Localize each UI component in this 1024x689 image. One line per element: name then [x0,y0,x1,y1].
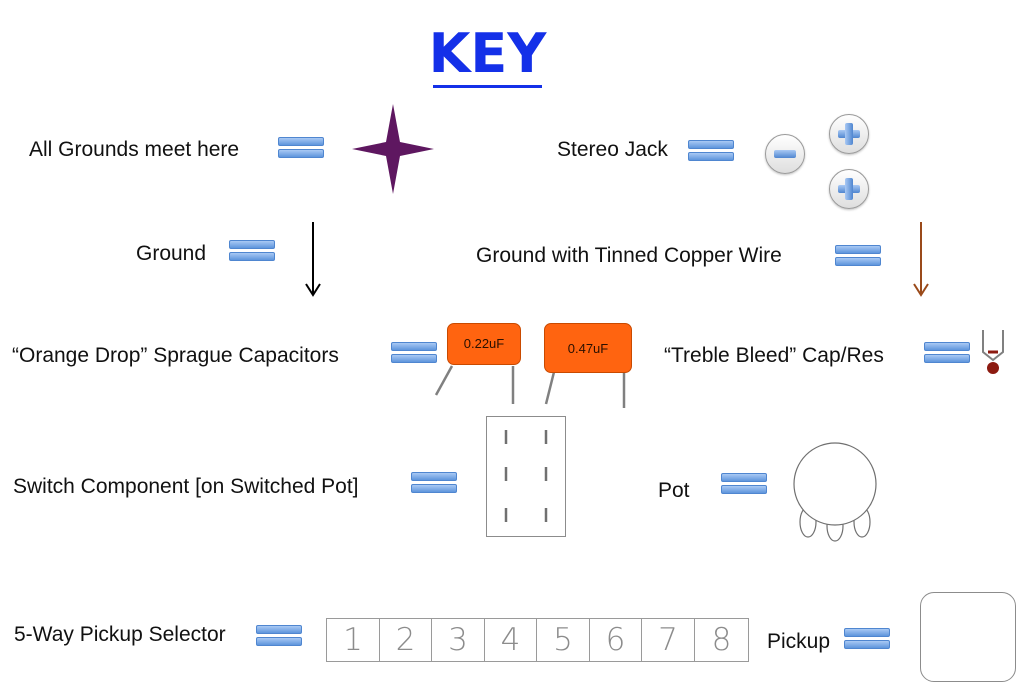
selector-position: 6 [590,619,642,661]
label-orange-drop: “Orange Drop” Sprague Capacitors [12,344,339,367]
label-stereo-jack: Stereo Jack [557,138,668,161]
jack-plus-icon [829,114,869,154]
label-ground-tinned: Ground with Tinned Copper Wire [476,244,782,267]
label-treble-bleed: “Treble Bleed” Cap/Res [664,344,884,367]
tinned-wire-arrow-icon [913,222,929,297]
title-underline [433,85,542,88]
label-switch-component: Switch Component [on Switched Pot] [13,475,359,498]
equals-icon [411,472,457,494]
equals-icon [721,473,767,495]
equals-icon [688,140,734,162]
selector-position: 4 [485,619,537,661]
jack-minus-icon [765,134,805,174]
selector-position: 5 [537,619,590,661]
label-pickup: Pickup [767,630,831,653]
capacitor-022: 0.22uF [447,323,521,365]
equals-icon [229,240,275,262]
capacitor-leads [434,365,626,408]
equals-icon [391,342,437,364]
pickup-selector-icon: 1 2 3 4 5 6 7 8 [326,618,749,662]
label-pickup-selector: 5-Way Pickup Selector [14,623,226,646]
key-title: KEY [428,22,547,85]
selector-position: 2 [380,619,432,661]
switch-component-icon [486,416,566,537]
equals-icon [256,625,302,647]
pot-icon [793,442,877,542]
selector-position: 8 [711,622,732,658]
label-pot: Pot [658,479,690,502]
equals-icon [844,628,890,650]
jack-plus-icon [829,169,869,209]
label-ground: Ground [136,242,207,265]
capacitor-047: 0.47uF [544,323,632,373]
label-all-grounds: All Grounds meet here [29,138,240,161]
selector-position: 1 [327,619,380,661]
equals-icon [924,342,970,364]
ground-arrow-icon [305,222,321,297]
equals-icon [278,137,324,159]
selector-position: 7 [642,619,695,661]
treble-bleed-icon [982,330,1004,374]
capacitor-value: 0.22uF [463,336,505,351]
ground-star-icon [352,104,434,194]
selector-position: 3 [432,619,485,661]
capacitor-value: 0.47uF [567,341,609,356]
equals-icon [835,245,881,267]
pickup-icon [920,592,1016,682]
